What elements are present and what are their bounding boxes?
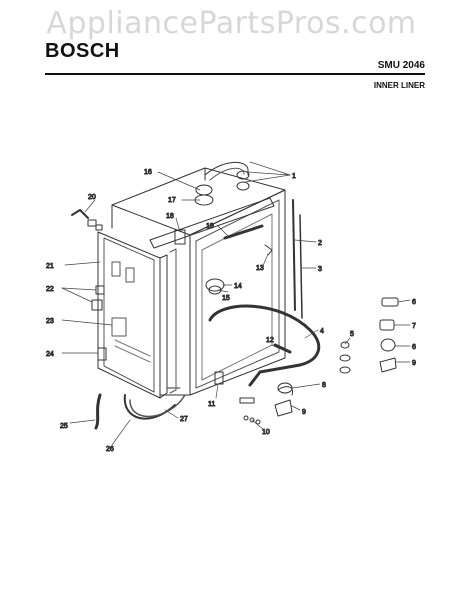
callout-5: 5 <box>350 331 354 338</box>
watermark-text: AppliancePartsPros.com <box>46 6 417 41</box>
callout-1: 1 <box>292 173 296 180</box>
callout-labels: 1 2 3 4 5 6 7 6 9 8 9 10 11 12 13 14 15 … <box>46 169 417 454</box>
callout-18: 18 <box>166 213 174 220</box>
leader-lines <box>61 161 411 446</box>
callout-9-top: 9 <box>412 360 416 367</box>
callout-8: 8 <box>322 382 326 389</box>
drain-hose <box>94 393 186 430</box>
callout-12: 12 <box>266 337 274 344</box>
parts-column-right <box>239 297 399 425</box>
part-12 <box>273 343 292 354</box>
side-strip-2 <box>292 199 296 311</box>
model-number: SMU 2046 <box>377 60 425 71</box>
callout-13: 13 <box>256 265 264 272</box>
callout-20: 20 <box>88 194 96 201</box>
callout-17: 17 <box>168 197 176 204</box>
hose-4 <box>208 304 321 387</box>
callout-22: 22 <box>46 286 54 293</box>
callout-27: 27 <box>180 416 188 423</box>
callout-25: 25 <box>60 423 68 430</box>
callout-10: 10 <box>262 429 270 436</box>
section-title: INNER LINER <box>373 81 425 90</box>
callout-16: 16 <box>144 169 152 176</box>
part-11 <box>214 371 224 385</box>
callout-24: 24 <box>46 351 54 358</box>
part-13 <box>264 244 273 256</box>
callout-11: 11 <box>208 401 215 408</box>
side-strip-3 <box>299 214 303 319</box>
callout-3: 3 <box>318 266 322 273</box>
callout-7: 7 <box>412 323 416 330</box>
callout-14: 14 <box>234 283 242 290</box>
callout-26: 26 <box>106 446 114 453</box>
callout-9: 9 <box>302 409 306 416</box>
top-spray-assembly <box>149 161 275 249</box>
front-panel <box>97 231 177 399</box>
callout-19: 19 <box>206 223 214 230</box>
parts-column-left <box>71 209 107 361</box>
callout-2: 2 <box>318 240 322 247</box>
callout-15: 15 <box>222 295 230 302</box>
header-rule <box>45 73 425 75</box>
callout-6-top: 6 <box>412 299 416 306</box>
callout-23: 23 <box>46 318 54 325</box>
brand-logo: BOSCH <box>45 40 120 62</box>
callout-21: 21 <box>46 263 54 270</box>
callout-6: 6 <box>412 344 416 351</box>
callout-4: 4 <box>320 328 324 335</box>
